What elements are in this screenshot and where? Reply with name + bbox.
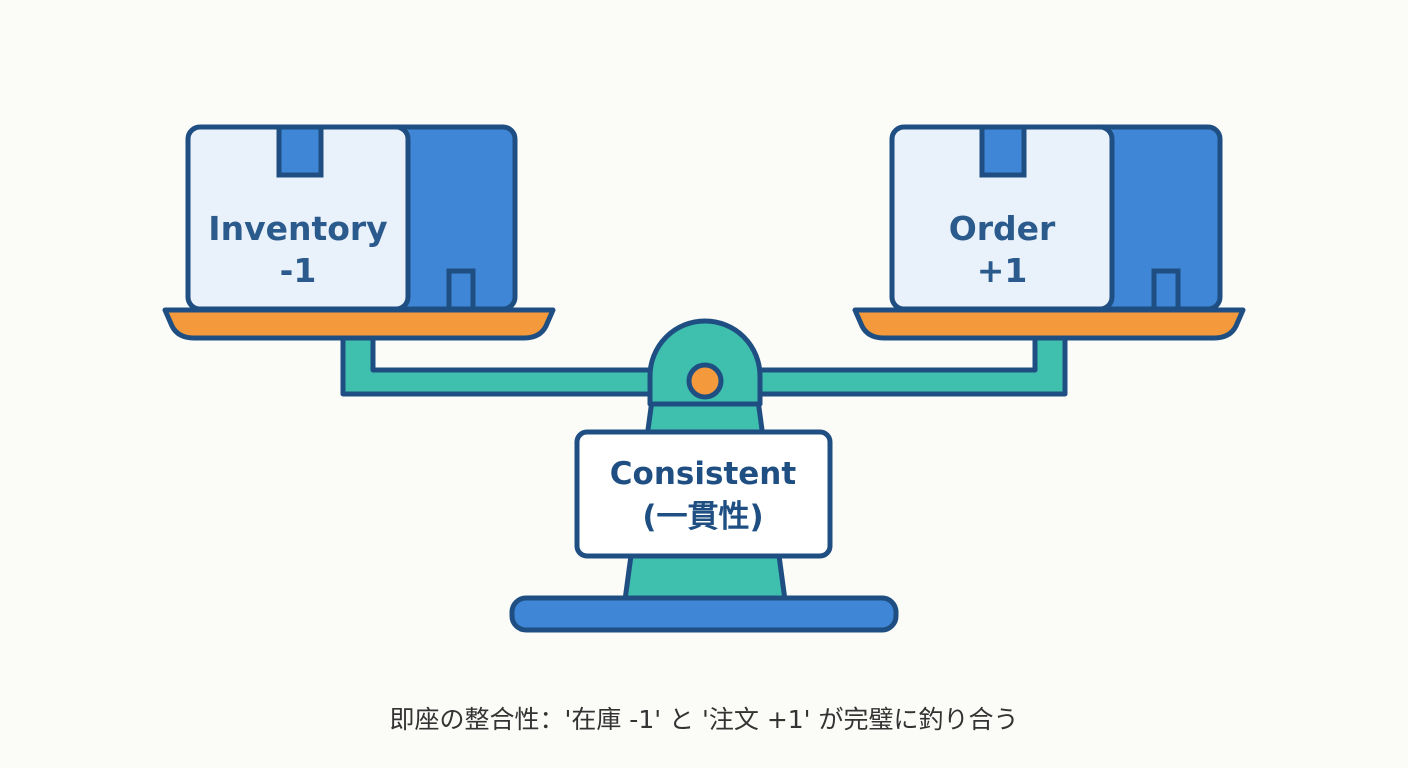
order-delta: +1 (977, 251, 1028, 290)
order-box-handle-icon (1151, 268, 1181, 312)
diagram-caption: 即座の整合性：'在庫 -1' と '注文 +1' が完璧に釣り合う (389, 705, 1019, 734)
left-pan (162, 307, 556, 341)
inventory-box-tape-icon (276, 124, 324, 178)
scale-foot (509, 595, 899, 633)
inventory-delta: -1 (280, 251, 317, 290)
scale-beam (340, 318, 1068, 407)
consistent-badge-frame (574, 429, 833, 559)
consistent-badge: Consistent (一貫性) (574, 429, 833, 559)
consistent-label-jp: (一貫性) (642, 499, 763, 535)
order-box-tape-icon (979, 124, 1027, 178)
inventory-label: Inventory (208, 209, 387, 248)
pivot-dot (686, 362, 724, 400)
order-label: Order (949, 209, 1056, 248)
consistent-label: Consistent (610, 456, 797, 492)
inventory-box-handle-icon (446, 268, 476, 312)
right-pan (852, 307, 1246, 341)
order-box: Order +1 (889, 124, 1223, 312)
inventory-box: Inventory -1 (185, 124, 518, 312)
